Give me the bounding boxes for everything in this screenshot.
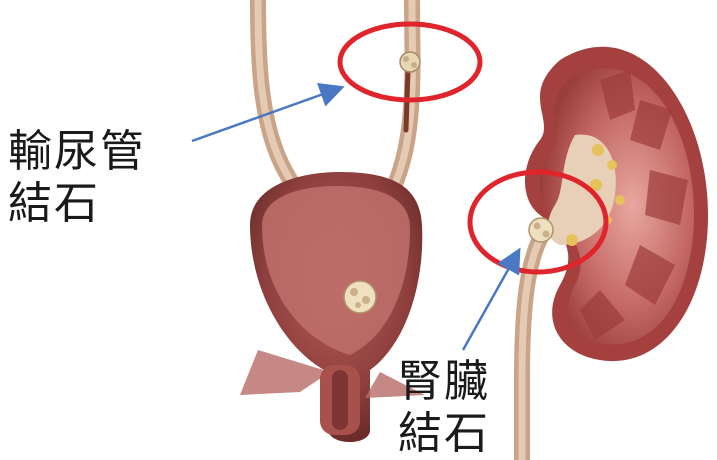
kidney-stone-label: 腎臟 結石 [398,356,490,460]
bladder-stone [344,281,376,313]
kidney-stone-label-line2: 結石 [398,408,490,460]
ureter-stone [400,52,420,72]
kidney-stone [529,218,553,242]
ureter-stone-label-line1: 輸尿管 [8,126,146,178]
kidney-arrow [463,252,518,350]
kidney [525,47,708,361]
kidney-stone-label-line1: 腎臟 [398,356,490,408]
ureter-stone-label: 輸尿管 結石 [8,126,146,230]
ureter-stone-label-line2: 結石 [8,178,146,230]
